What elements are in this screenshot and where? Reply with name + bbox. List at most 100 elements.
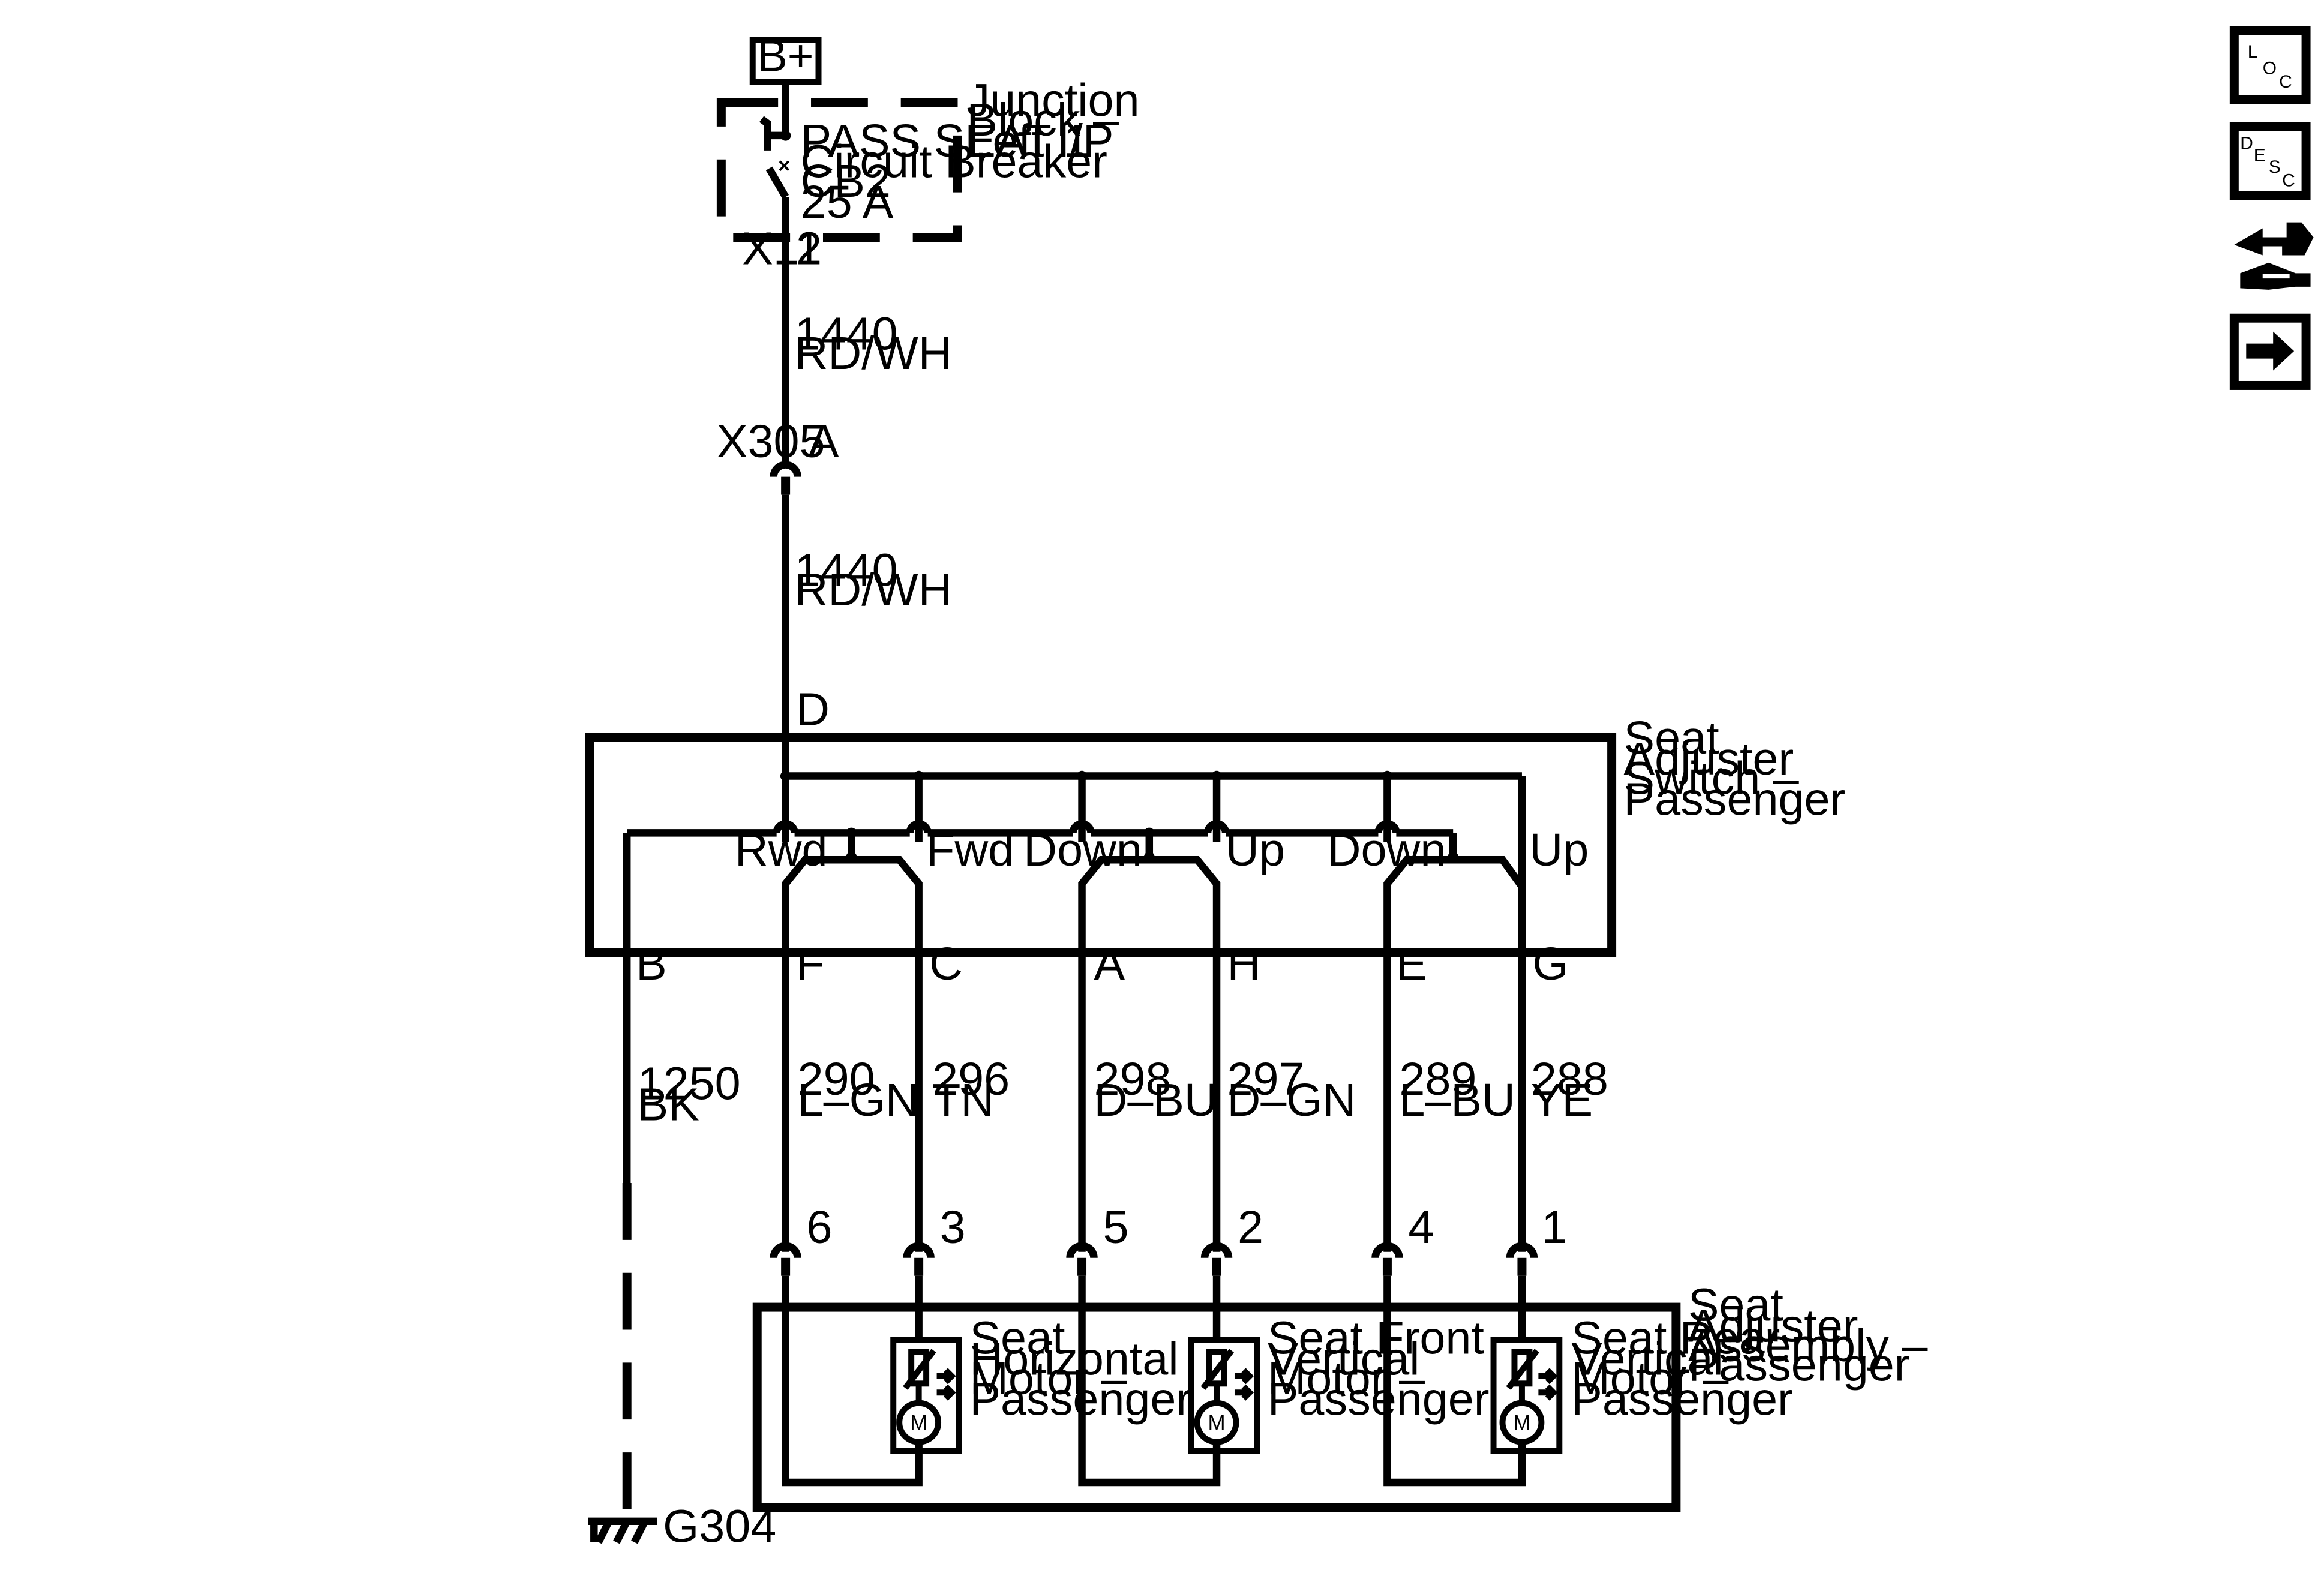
circuit-breaker-icon: × [765,154,791,238]
horizontal-motor-label: Seat Horizontal Motor – Passenger [969,1312,1191,1425]
svg-text:Up: Up [1226,824,1285,876]
motor-wires [782,952,1526,1252]
svg-text:Motor –: Motor – [969,1353,1127,1404]
svg-text:D–GN: D–GN [1227,1074,1356,1126]
svg-text:H: H [1227,938,1261,990]
horizontal-motor: M [890,1337,962,1454]
next-arrow-icon[interactable] [2229,313,2311,390]
junction-block-label: Junction Block – Left I/P [966,74,1139,166]
svg-text:Assembly –: Assembly – [1688,1320,1928,1371]
assembly-internal-wiring [782,1275,1526,1487]
svg-text:YE: YE [1531,1074,1593,1126]
svg-text:E: E [2254,145,2266,165]
svg-text:Horizontal: Horizontal [969,1333,1178,1385]
assembly-pin-labels: 6 3 5 2 4 1 [807,1202,1568,1253]
svg-text:Down: Down [1328,824,1446,876]
motor-symbol: M [1513,1412,1530,1435]
junction-block-outline [716,98,962,242]
contact-labels: Rwd Fwd Down Up Down Up [735,824,1589,876]
svg-text:25 A: 25 A [801,176,894,228]
description-icon[interactable]: D E S C [2229,122,2311,200]
svg-text:Down: Down [1023,824,1142,876]
connector-repair-icon[interactable] [2234,222,2314,290]
rear-vertical-motor-label: Seat Rear Vertical Motor – Passenger [1571,1312,1793,1425]
svg-text:Passenger: Passenger [1688,1339,1910,1391]
motor-symbol: M [910,1412,927,1435]
svg-text:PASS SEAT 1: PASS SEAT 1 [801,115,1089,167]
svg-text:Seat: Seat [1688,1280,1783,1331]
junction-connector: X11 [742,223,821,274]
svg-text:Motor –: Motor – [1571,1353,1728,1404]
seat-adjuster-switch [585,733,1617,957]
svg-text:Passenger: Passenger [1571,1374,1793,1425]
svg-text:D–BU: D–BU [1094,1074,1217,1126]
power-source: B+ [749,31,822,85]
svg-text:Seat Rear: Seat Rear [1571,1312,1780,1364]
svg-text:298: 298 [1094,1053,1171,1105]
svg-text:F: F [796,938,824,990]
svg-text:4: 4 [1408,1202,1434,1253]
svg-text:Fwd: Fwd [926,824,1014,876]
svg-text:B: B [636,938,667,990]
svg-text:Vertical: Vertical [1268,1333,1420,1385]
svg-text:A: A [808,416,839,467]
svg-text:E: E [1396,938,1427,990]
svg-text:X305: X305 [717,416,825,467]
svg-text:Passenger: Passenger [1624,773,1846,825]
svg-text:Seat Front: Seat Front [1268,1312,1484,1364]
svg-text:1250: 1250 [638,1058,741,1109]
svg-text:Block –: Block – [966,94,1119,146]
assembly-label: Seat Adjuster Assembly – Passenger [1688,1280,1928,1391]
switch-contacts [773,820,1400,842]
feed-wire-label-2: 1440 RD/WH [795,545,952,616]
svg-text:Adjuster: Adjuster [1624,733,1794,785]
front-vertical-motor-label: Seat Front Vertical Motor – Passenger [1268,1312,1490,1425]
svg-text:296: 296 [932,1053,1010,1105]
svg-text:Up: Up [1529,824,1589,876]
svg-text:297: 297 [1227,1053,1305,1105]
svg-text:RD/WH: RD/WH [795,564,952,616]
svg-text:Circuit Breaker: Circuit Breaker [801,136,1107,188]
circuit-breaker-label: PASS SEAT 1 Circuit Breaker CB2 25 A [801,115,1107,228]
svg-text:Left I/P: Left I/P [966,115,1113,167]
switch-label: Seat Adjuster Switch – Passenger [1624,712,1846,825]
svg-text:289: 289 [1399,1053,1476,1105]
svg-text:290: 290 [798,1053,875,1105]
rear-vertical-motor: M [1490,1337,1563,1454]
svg-text:BK: BK [638,1079,699,1130]
svg-text:3: 3 [940,1202,966,1253]
svg-text:A: A [1094,938,1125,990]
ground-g304: G304 [588,1501,776,1553]
svg-text:TN: TN [932,1074,994,1126]
location-icon[interactable]: L O C [2229,26,2311,104]
svg-text:288: 288 [1531,1053,1608,1105]
svg-text:Vertical: Vertical [1571,1333,1724,1385]
svg-text:L–GN: L–GN [798,1074,919,1126]
junction-pin: 2 [796,223,822,274]
svg-text:Seat: Seat [1624,712,1719,764]
switch-input-pin: D [796,684,830,736]
switch-bottom-pins: B F C A H E G [636,938,1568,990]
svg-text:Passenger: Passenger [1268,1374,1490,1425]
svg-text:RD/WH: RD/WH [795,328,952,379]
svg-text:O: O [2263,59,2277,79]
feed-wire-label-1: 1440 RD/WH [795,308,952,379]
svg-text:2: 2 [1238,1202,1263,1253]
svg-text:Motor –: Motor – [1268,1353,1425,1404]
inline-connector-x305: X305 A [717,416,839,495]
svg-text:CB2: CB2 [801,155,891,207]
svg-text:C: C [929,938,963,990]
svg-text:1440: 1440 [795,545,898,596]
svg-text:C: C [2279,72,2292,92]
svg-text:1: 1 [1541,1202,1567,1253]
motor-wire-labels: 290 L–GN 296 TN 298 D–BU 297 D–GN 289 L–… [798,1053,1608,1126]
assembly-connectors [770,1242,1538,1276]
svg-text:Rwd: Rwd [735,824,828,876]
svg-text:Seat: Seat [969,1312,1065,1364]
svg-text:Junction: Junction [966,74,1139,126]
svg-text:1440: 1440 [795,308,898,360]
ground-wire-label: 1250 BK [638,1058,741,1130]
power-label: B+ [758,31,814,81]
front-vertical-motor: M [1188,1337,1260,1454]
